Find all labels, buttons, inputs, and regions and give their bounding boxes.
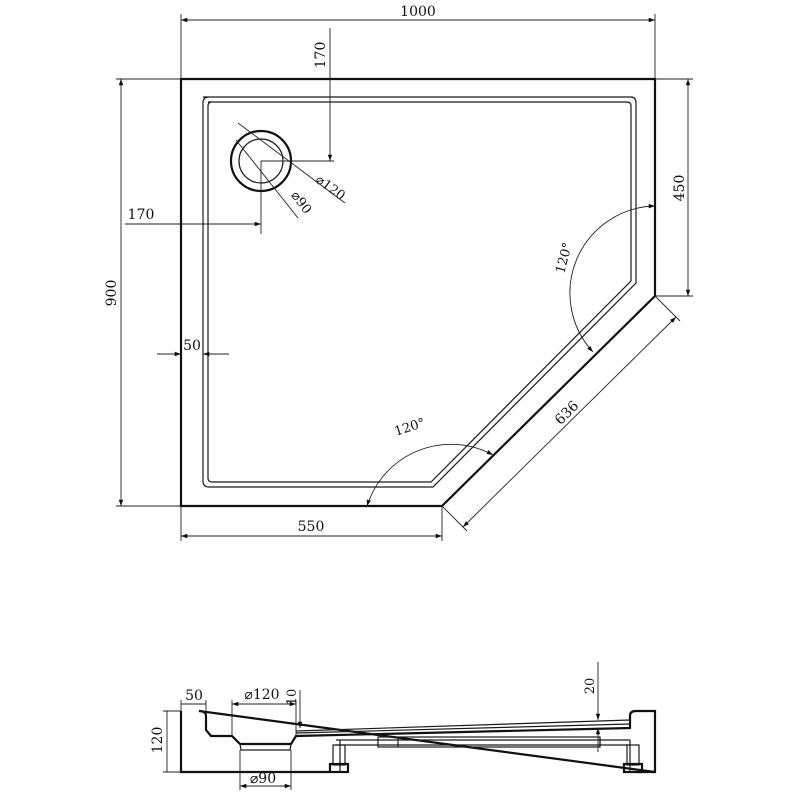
drain-icon (229, 122, 346, 219)
side-dim-drain-outer: ⌀120 (244, 687, 279, 703)
basin-outline-outer (202, 96, 637, 488)
foot-left-icon (328, 744, 350, 774)
dim-drain-outer: ⌀120 (312, 173, 347, 204)
dim-right-side: 450 (672, 175, 688, 202)
dim-drain-inner: ⌀90 (287, 189, 314, 217)
side-dim-rim: 50 (185, 688, 203, 704)
side-dim-step: 10 (285, 689, 300, 706)
dim-diagonal: 636 (552, 398, 582, 428)
dim-drain-offset-top: 170 (313, 42, 329, 69)
side-profile-outline (179, 709, 657, 774)
top-view: 1000 900 450 550 636 170 170 50 ⌀120 (104, 4, 693, 541)
dim-width: 1000 (400, 4, 436, 20)
dim-drain-offset-left: 170 (128, 207, 155, 223)
basin-outline-inner (207, 101, 632, 483)
side-view: 50 ⌀120 10 120 ⌀90 20 (150, 662, 657, 790)
tray-outline (179, 77, 657, 508)
dim-rim: 50 (183, 338, 201, 354)
side-dim-height: 120 (150, 727, 166, 754)
side-dim-slope: 20 (583, 678, 598, 695)
dim-bottom: 550 (298, 519, 325, 535)
dim-height: 900 (104, 280, 120, 307)
foot-right-icon (622, 744, 644, 774)
side-dim-drain-inner: ⌀90 (250, 771, 276, 787)
angle-bottom: 120° (393, 416, 427, 440)
